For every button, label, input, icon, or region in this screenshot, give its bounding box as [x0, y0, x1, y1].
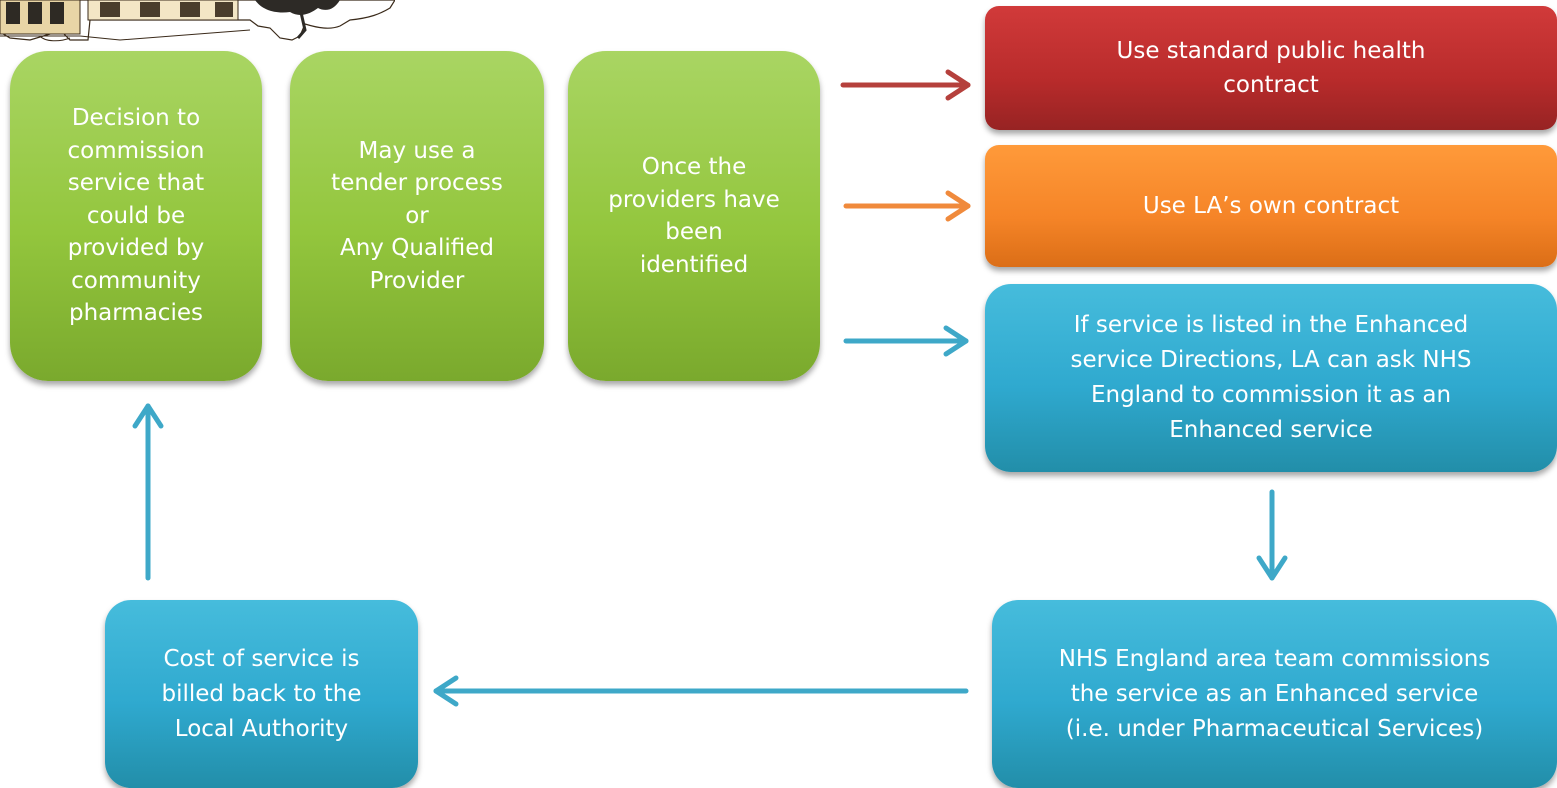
nhs-area-team-box: NHS England area team commissions the se…: [992, 600, 1557, 788]
building-illustration: [0, 0, 395, 42]
decision-text: Decision to commission service that coul…: [67, 105, 205, 327]
enhanced-directions-text: If service is listed in the Enhanced ser…: [1070, 312, 1472, 443]
own-contract-box: Use LA’s own contract: [985, 145, 1557, 267]
providers-text: Once the providers have been identified: [608, 154, 780, 278]
decision-box: Decision to commission service that coul…: [10, 51, 262, 381]
enhanced-directions-box: If service is listed in the Enhanced ser…: [985, 284, 1557, 472]
standard-contract-box: Use standard public health contract: [985, 6, 1557, 130]
tender-text: May use a tender process or Any Qualifie…: [331, 137, 503, 294]
arrow-down-icon: [1256, 489, 1288, 581]
arrow-right-icon: [843, 190, 971, 222]
arrow-right-icon: [843, 325, 969, 357]
arrow-right-icon: [840, 69, 971, 101]
arrow-left-icon: [433, 675, 969, 707]
providers-box: Once the providers have been identified: [568, 51, 820, 381]
cost-billed-box: Cost of service is billed back to the Lo…: [105, 600, 418, 788]
tender-box: May use a tender process or Any Qualifie…: [290, 51, 544, 381]
standard-contract-text: Use standard public health contract: [1116, 38, 1426, 98]
cost-billed-text: Cost of service is billed back to the Lo…: [161, 645, 362, 742]
own-contract-text: Use LA’s own contract: [1142, 193, 1400, 219]
arrow-up-icon: [132, 403, 164, 581]
nhs-area-team-text: NHS England area team commissions the se…: [1058, 645, 1491, 742]
